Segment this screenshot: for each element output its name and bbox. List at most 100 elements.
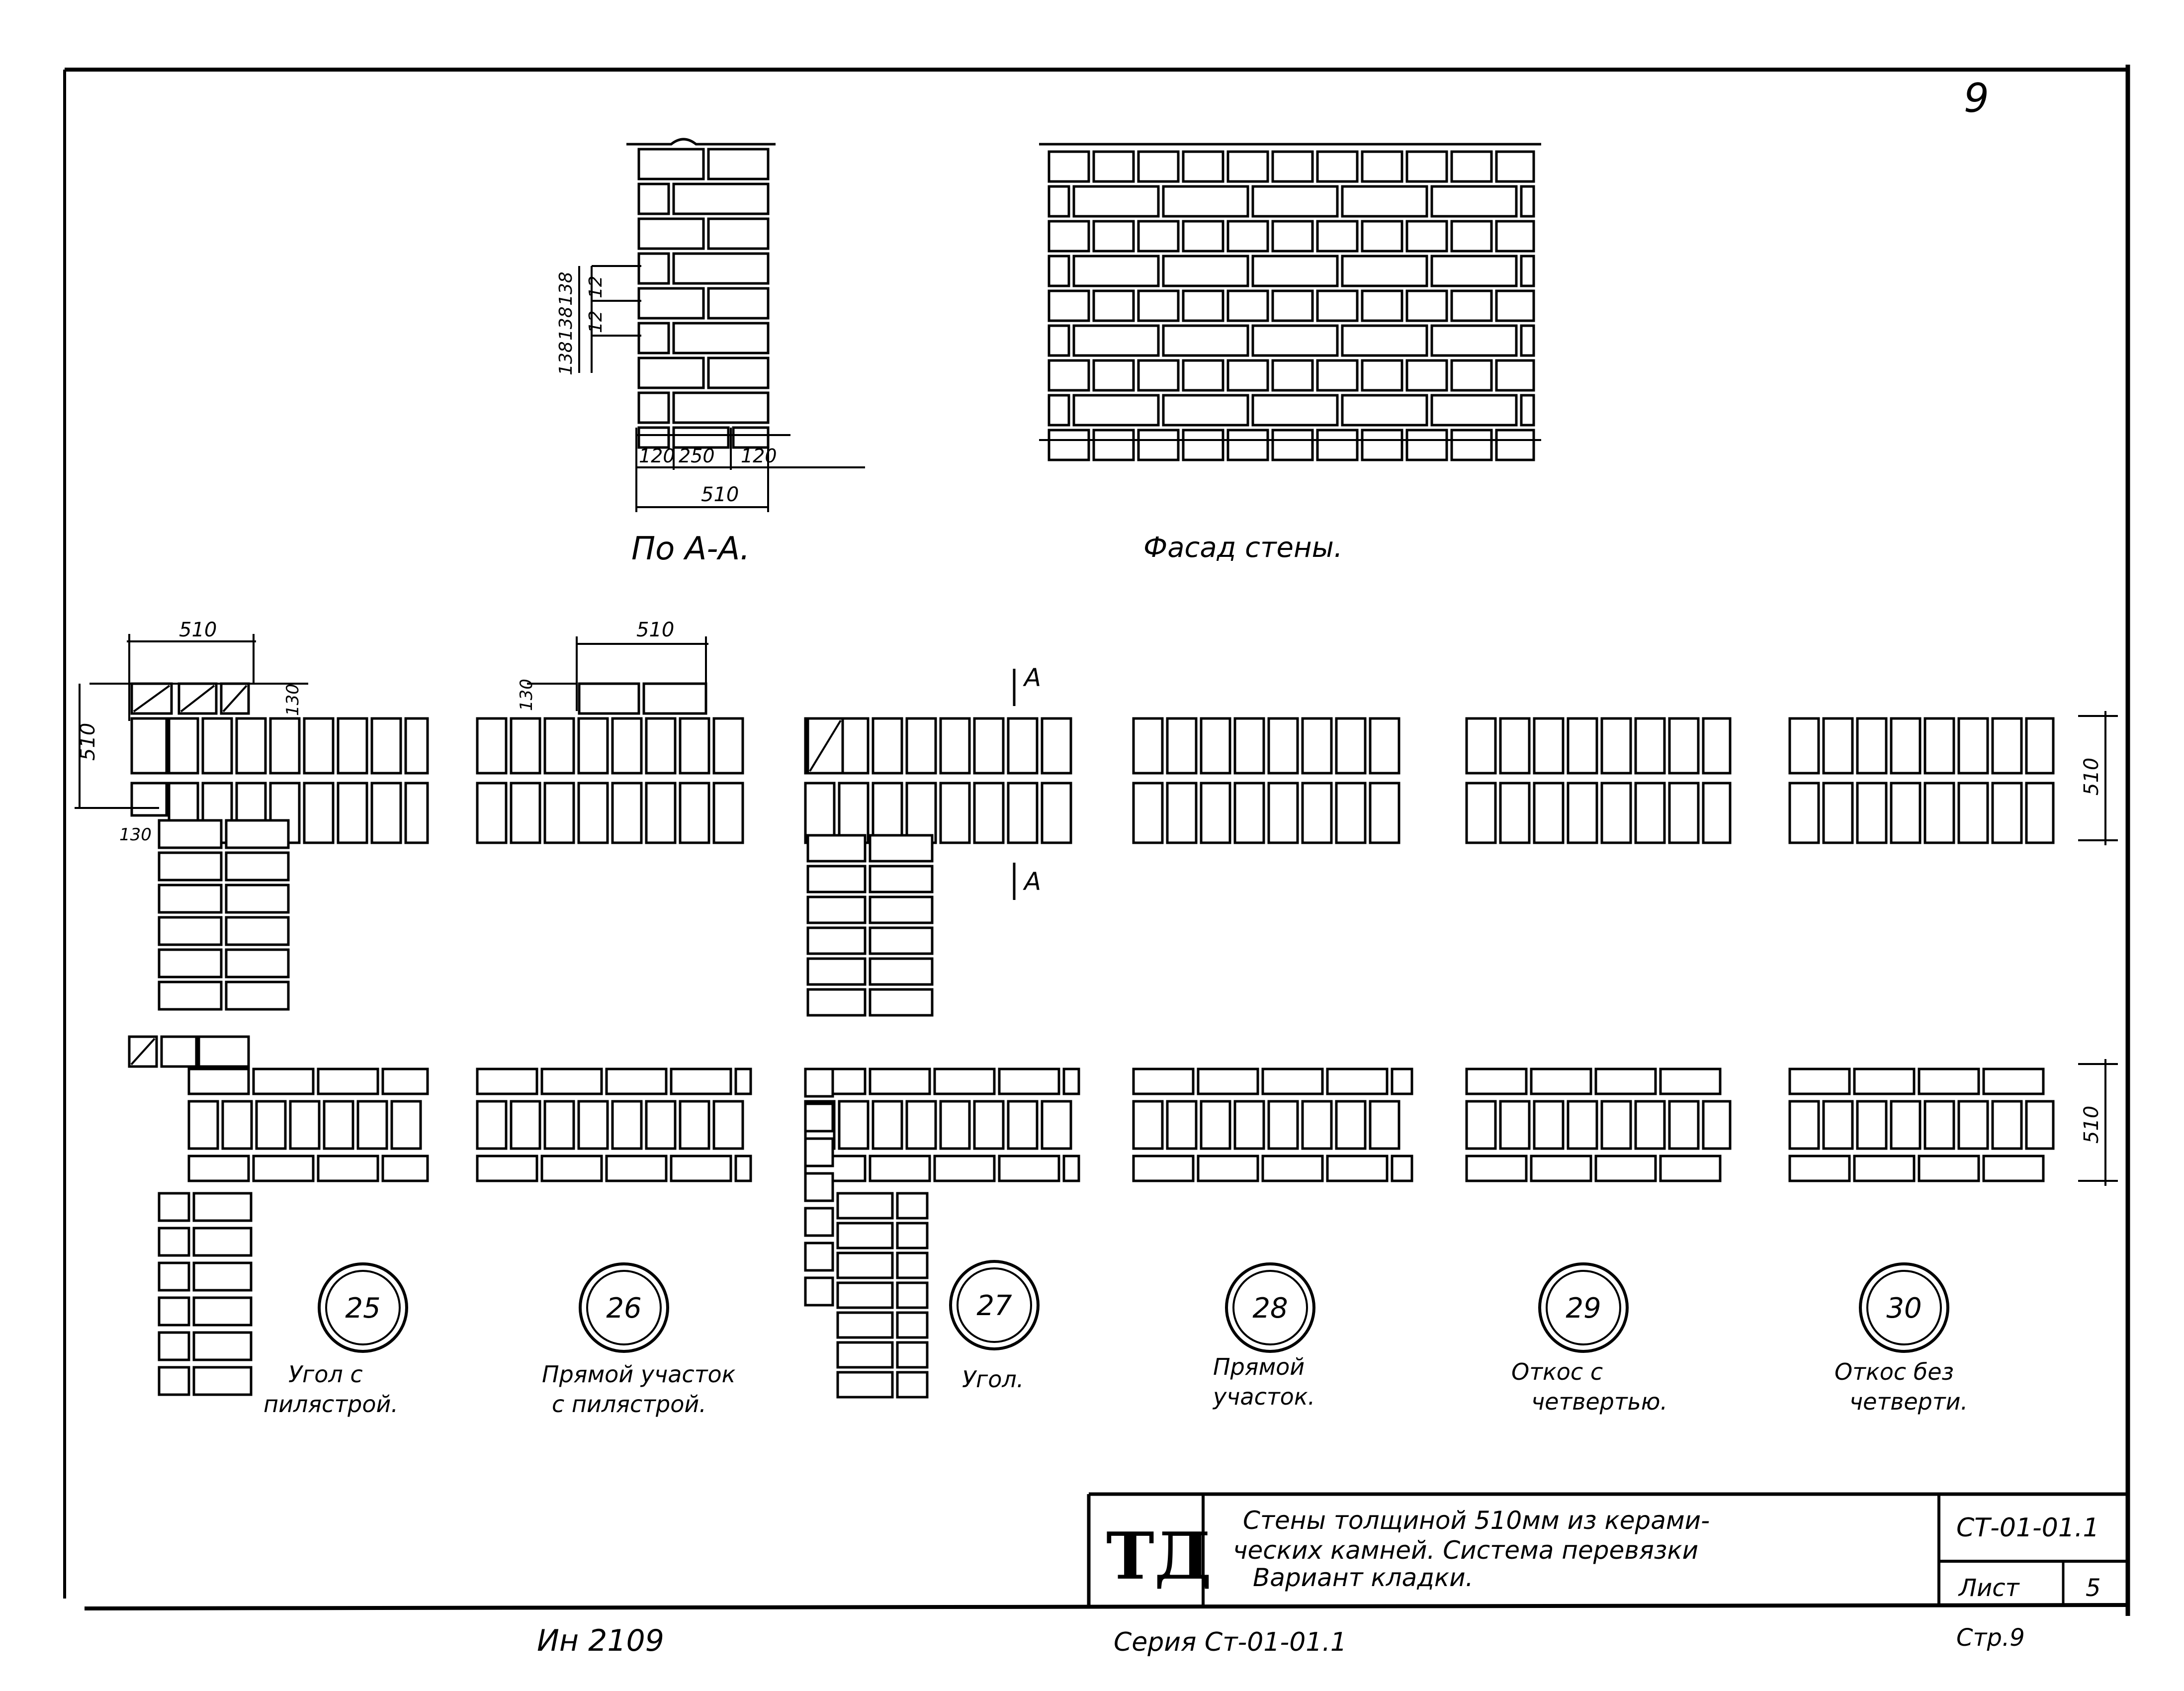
brick [672,252,770,285]
brick [1048,394,1070,427]
brick [645,1100,677,1150]
variant-27-number: 27 [976,1290,1012,1322]
brick [1267,782,1299,844]
brick [510,782,541,844]
brick [637,148,705,180]
brick [1982,1068,2045,1095]
brick [578,682,640,715]
brick [1890,782,1922,844]
brick [806,834,867,863]
brick [1567,1100,1598,1150]
brick [1226,429,1269,461]
plan-upper-variant-25 [168,717,429,844]
brick [1465,717,1497,775]
brick [998,1068,1060,1095]
brick [806,988,867,1017]
brick [896,1281,929,1309]
brick [1326,1155,1389,1182]
brick [637,356,705,389]
dim-section-side-3: 138 [556,341,576,375]
brick [1326,1068,1389,1095]
brick [1132,1068,1195,1095]
brick [939,1100,971,1150]
brick [1316,150,1359,183]
dim-section-total: 510 [701,483,739,506]
brick [896,1222,929,1249]
brick [1007,717,1039,775]
brick [1659,1068,1722,1095]
brick [225,819,290,849]
brick [1430,185,1518,218]
variant-25-label: 25 Угол с пилястрой. [263,1262,408,1418]
brick [637,217,705,250]
brick [221,1100,253,1150]
brick [1182,429,1224,461]
brick [1520,394,1535,427]
brick [1430,394,1518,427]
brick [1182,359,1224,392]
brick [158,948,223,979]
brick [1007,1100,1039,1150]
brick [1594,1155,1657,1182]
brick-hatch [809,719,842,772]
brick [637,426,670,449]
brick [1048,324,1070,357]
brick [1405,150,1448,183]
brick [1788,1100,1820,1150]
brick [1048,359,1090,392]
brick [1530,1068,1592,1095]
variant-25-caption-1: Угол с [288,1361,363,1388]
brick [1137,220,1180,253]
brick [1041,1100,1072,1150]
brick [933,1068,996,1095]
brick [1162,255,1249,287]
brick [1567,782,1598,844]
brick [836,1281,894,1309]
brick [1316,289,1359,322]
brick [1251,185,1339,218]
brick [1197,1155,1259,1182]
brick [905,782,937,844]
brick [235,717,267,775]
brick [896,1341,929,1369]
brick [337,782,368,844]
brick [1271,429,1314,461]
brick [1822,782,1854,844]
brick [1890,1100,1922,1150]
brick [2025,717,2055,775]
brick [1166,782,1198,844]
brick [1659,1155,1722,1182]
brick [543,717,575,775]
brick [707,217,770,250]
brick [130,717,168,775]
brick [1048,429,1090,461]
variant-26-label: 26 Прямой участок с пилястрой. [542,1262,736,1418]
plan-dimension-lines [75,634,2118,1186]
brick [679,1100,710,1150]
brick [804,782,836,844]
brick [381,1155,429,1182]
plan-upper-variant-30 [1788,717,2055,844]
brick [672,182,770,215]
brick [637,252,670,285]
brick [806,957,867,986]
brick [158,819,223,849]
brick [1226,150,1269,183]
brick [1957,1100,1989,1150]
section-break-top [626,138,776,146]
brick [1361,429,1403,461]
brick [1499,782,1531,844]
brick [611,1100,643,1150]
brick [370,717,402,775]
brick [1788,1155,1851,1182]
brick [1166,1100,1198,1150]
brick [896,1311,929,1339]
brick [1957,717,1989,775]
brick [1923,1100,1955,1150]
variant-26-number: 26 [606,1292,641,1325]
variant-29-number: 29 [1566,1292,1601,1325]
brick [317,1068,379,1095]
brick [1335,1100,1367,1150]
brick [1495,289,1535,322]
brick [1450,150,1493,183]
